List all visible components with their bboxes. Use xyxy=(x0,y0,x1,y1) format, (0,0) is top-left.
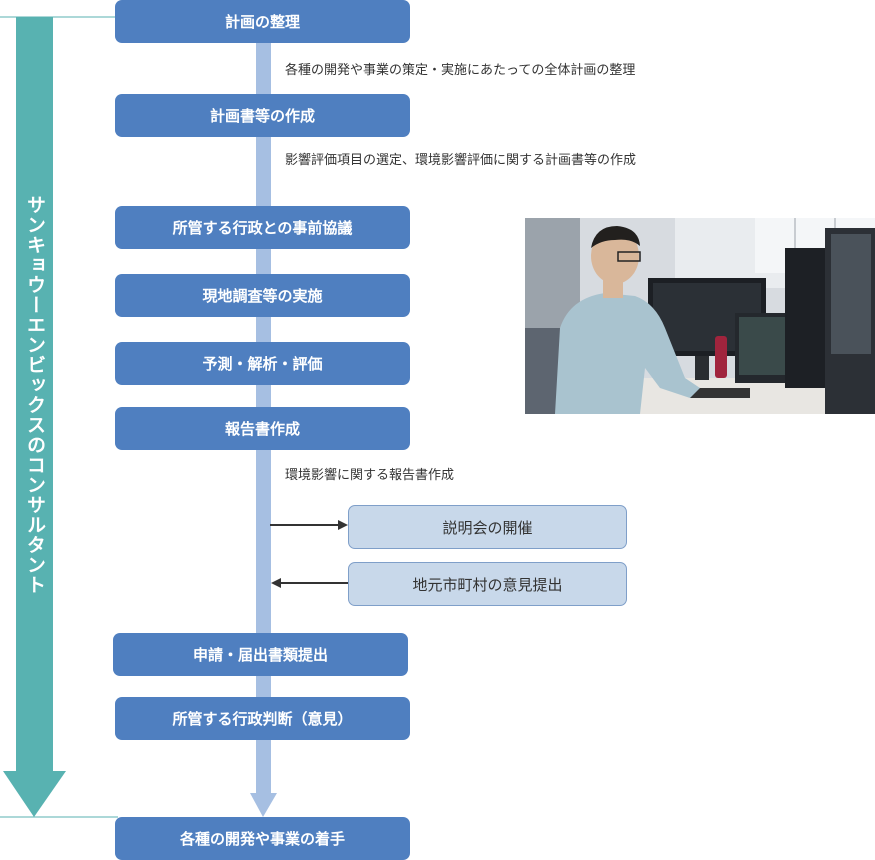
sub-municipal-opinion: 地元市町村の意見提出 xyxy=(348,562,627,606)
consultant-side-arrow xyxy=(0,16,118,818)
step-admin-judgment: 所管する行政判断（意見） xyxy=(115,697,410,740)
sub-briefing-session: 説明会の開催 xyxy=(348,505,627,549)
step-plan-document: 計画書等の作成 xyxy=(115,94,410,137)
note-plan-organize: 各種の開発や事業の策定・実施にあたっての全体計画の整理 xyxy=(285,63,636,78)
note-report: 環境影響に関する報告書作成 xyxy=(285,468,455,483)
step-prediction-analysis: 予測・解析・評価 xyxy=(115,342,410,385)
consultant-label: サンキョウーエンビックスのコンサルタント xyxy=(24,195,46,595)
step-report-creation: 報告書作成 xyxy=(115,407,410,450)
step-project-start: 各種の開発や事業の着手 xyxy=(115,817,410,860)
step-field-survey: 現地調査等の実施 xyxy=(115,274,410,317)
connector-arrows xyxy=(270,520,348,588)
step-application-submit: 申請・届出書類提出 xyxy=(113,633,408,676)
note-plan-document: 影響評価項目の選定、環境影響評価に関する計画書等の作成 xyxy=(285,153,637,168)
office-worker-photo xyxy=(525,218,875,414)
step-prior-consultation: 所管する行政との事前協議 xyxy=(115,206,410,249)
step-plan-organize: 計画の整理 xyxy=(115,0,410,43)
